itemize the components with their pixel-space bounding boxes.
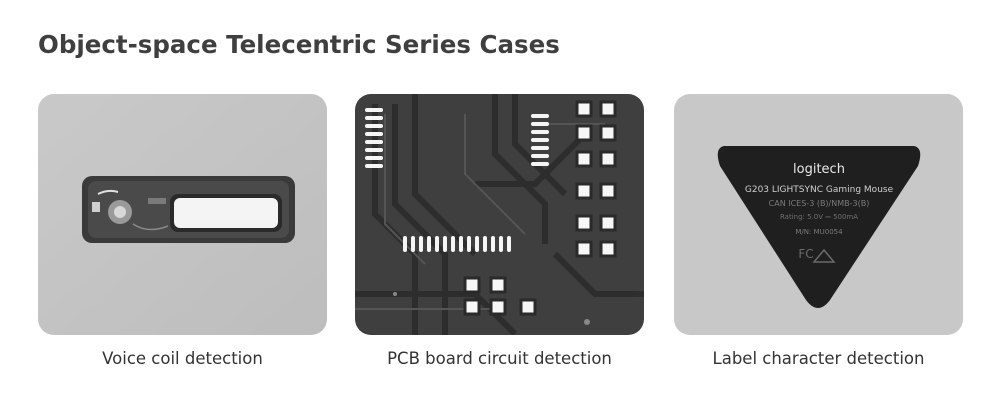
pcb-board-image	[355, 94, 644, 335]
page-title: Object-space Telecentric Series Cases	[38, 30, 560, 59]
label-compliance: CAN ICES-3 (B)/NMB-3(B)	[769, 199, 870, 208]
caption-voice-coil: Voice coil detection	[102, 349, 263, 368]
voice-coil-image	[38, 94, 327, 335]
label-tag-image: logitech G203 LIGHTSYNC Gaming Mouse CAN…	[674, 94, 963, 335]
caption-pcb-board: PCB board circuit detection	[387, 349, 612, 368]
label-rating: Rating: 5.0V ⎓ 500mA	[780, 213, 858, 221]
caption-label-character: Label character detection	[712, 349, 925, 368]
label-model: M/N: MU0054	[795, 228, 843, 236]
label-product: G203 LIGHTSYNC Gaming Mouse	[745, 185, 894, 195]
label-brand: logitech	[793, 162, 845, 177]
label-marks: FC	[798, 247, 813, 261]
